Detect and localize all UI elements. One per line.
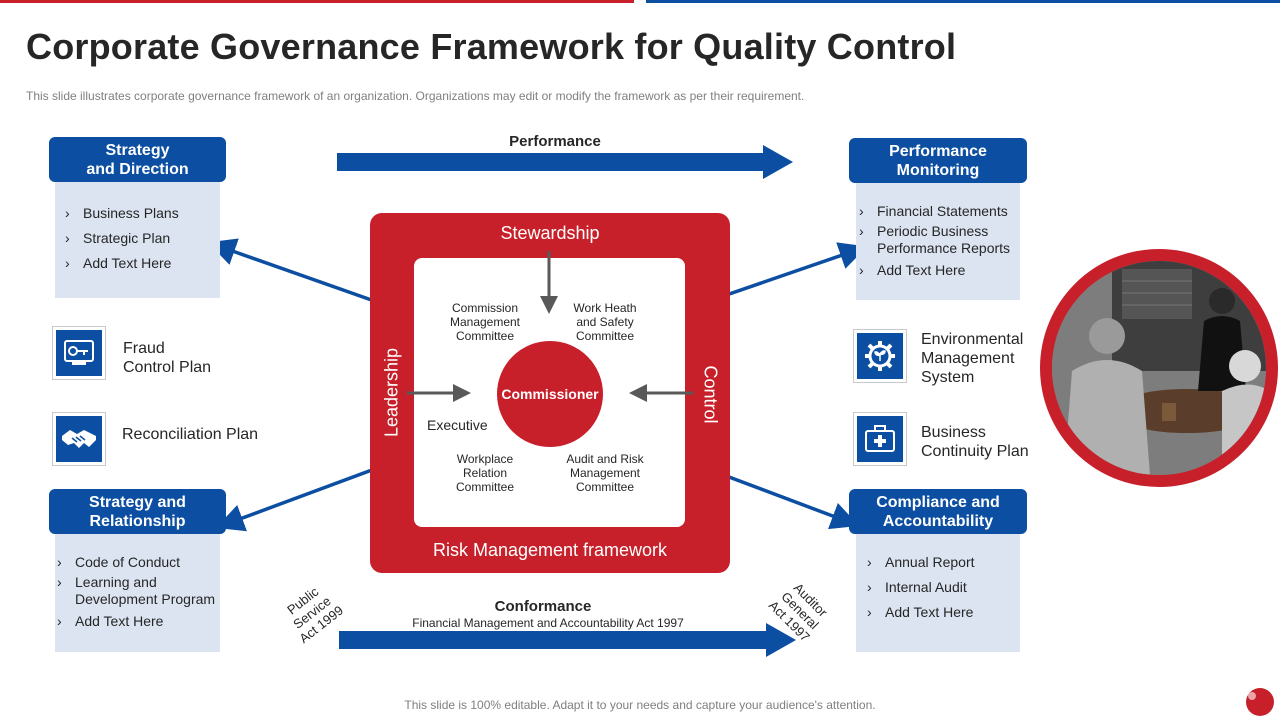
footer-note: This slide is 100% editable. Adapt it to… — [404, 698, 876, 712]
commissioner-circle: Commissioner — [497, 341, 603, 447]
connector-bottom-left — [215, 462, 389, 532]
environmental-label: Environmental Management System — [921, 331, 1024, 386]
connector-top-left — [207, 238, 381, 305]
business-continuity-icon-box — [853, 412, 907, 466]
reconciliation-icon-box — [52, 412, 106, 466]
list-item: ›Strategic Plan — [65, 230, 171, 246]
strategy-direction-list: ›Business Plans ›Strategic Plan ›Add Tex… — [61, 205, 221, 272]
list-item: ›Learning and Development Program — [57, 574, 216, 607]
meeting-illustration — [1052, 261, 1266, 475]
conformance-arrow — [339, 623, 796, 657]
list-item: ›Periodic Business Performance Reports — [859, 223, 1011, 256]
audit-risk-management-committee: Audit and Risk Management Committee — [566, 452, 644, 494]
top-accent-bar-blue — [646, 0, 1280, 3]
meeting-photo — [1040, 249, 1278, 487]
performance-monitoring-list: ›Financial Statements ›Periodic Business… — [855, 203, 1025, 279]
fraud-control-label: Fraud Control Plan — [123, 340, 212, 376]
business-continuity-label: Business Continuity Plan — [921, 424, 1029, 460]
top-accent-bar-red — [0, 0, 634, 3]
reconciliation-label: Reconciliation Plan — [122, 426, 259, 443]
commission-management-committee: Commission Management Committee — [449, 301, 521, 343]
strategy-relationship-header: Strategy and Relationship — [49, 489, 226, 534]
stewardship-label: Stewardship — [500, 223, 600, 243]
first-aid-kit-icon — [865, 425, 895, 452]
list-item: ›Add Text Here — [859, 262, 966, 278]
workplace-relation-committee: Workplace Relation Committee — [455, 452, 514, 494]
list-item: ›Add Text Here — [65, 255, 172, 271]
logo-dot-highlight — [1248, 692, 1256, 700]
list-item: ›Add Text Here — [57, 613, 164, 629]
handshake-icon — [62, 430, 96, 448]
performance-label: Performance — [509, 133, 601, 150]
page-subtitle: This slide illustrates corporate governa… — [26, 89, 805, 103]
executive-label: Executive — [427, 417, 488, 433]
strategy-relationship-panel — [55, 532, 220, 652]
fraud-control-icon-box — [52, 326, 106, 380]
list-item: ›Business Plans — [65, 205, 179, 221]
performance-monitoring-header: Performance Monitoring — [849, 138, 1027, 183]
list-item: ›Add Text Here — [867, 604, 974, 620]
performance-monitoring-panel — [856, 181, 1020, 300]
compliance-list: ›Annual Report ›Internal Audit ›Add Text… — [863, 554, 1023, 621]
compliance-header: Compliance and Accountability — [849, 489, 1027, 534]
list-item: ›Code of Conduct — [57, 554, 181, 570]
list-item: ›Annual Report — [867, 554, 975, 570]
conformance-label: Conformance — [494, 598, 592, 615]
list-item: ›Internal Audit — [867, 579, 967, 595]
compliance-panel — [856, 532, 1020, 652]
environmental-icon-box — [853, 329, 907, 383]
risk-framework-label: Risk Management framework — [432, 540, 668, 560]
page-title: Corporate Governance Framework for Quali… — [26, 26, 957, 67]
connector-top-right — [705, 242, 868, 304]
conformance-subtitle: Financial Management and Accountability … — [412, 616, 684, 630]
strategy-direction-header: Strategy and Direction — [49, 137, 226, 182]
key-card-icon — [64, 340, 94, 365]
gear-plant-icon — [865, 341, 895, 371]
performance-arrow — [337, 145, 793, 179]
list-item: ›Financial Statements — [859, 203, 1008, 219]
strategy-direction-panel — [55, 180, 220, 298]
work-health-safety-committee: Work Heath and Safety Committee — [573, 301, 637, 343]
strategy-relationship-list: ›Code of Conduct ›Learning and Developme… — [53, 554, 223, 630]
